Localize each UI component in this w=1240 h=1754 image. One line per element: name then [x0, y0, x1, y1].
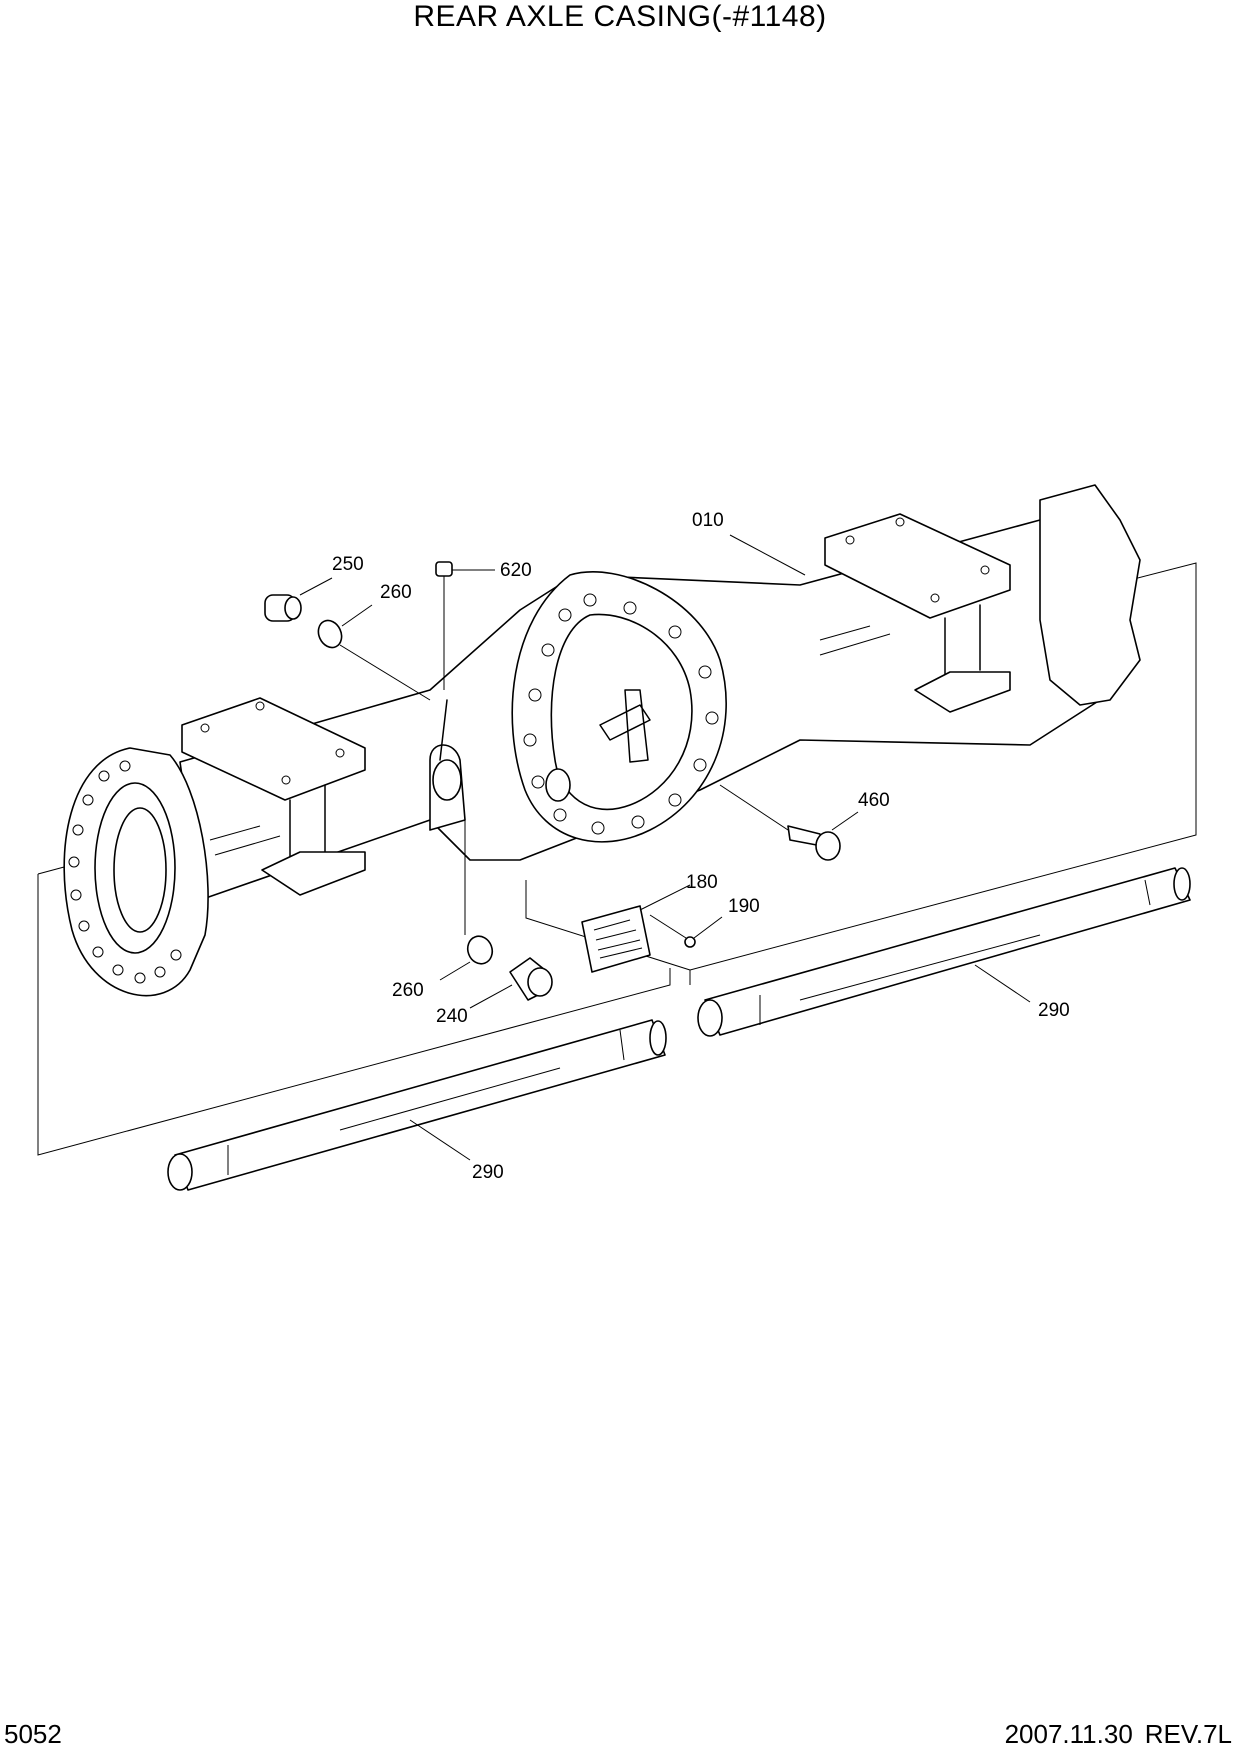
revision-code: REV.7L [1144, 1719, 1232, 1749]
callout-460: 460 [858, 790, 890, 811]
part-460-bolt [719, 784, 859, 861]
callout-620: 620 [500, 560, 532, 581]
part-250-plug [264, 577, 333, 622]
revision-date: 2007.11.30 [1004, 1719, 1133, 1749]
part-240-plug [469, 957, 553, 1009]
callout-260-lower: 260 [392, 980, 424, 1001]
callout-010: 010 [692, 510, 724, 531]
page-title: REAR AXLE CASING(-#1148) [413, 0, 827, 33]
part-260-oring-upper [317, 604, 431, 701]
callout-190: 190 [728, 896, 760, 917]
flange-bolt-holes [68, 760, 182, 984]
part-260-oring-lower [439, 820, 494, 981]
part-290-axle-shaft-left [167, 1019, 667, 1191]
revision-info: 2007.11.30 REV.7L [1005, 1719, 1232, 1750]
callout-290-left: 290 [472, 1162, 504, 1183]
callout-250: 250 [332, 554, 364, 575]
callout-260-upper: 260 [380, 582, 412, 603]
differential-bolt-holes [523, 593, 719, 835]
page-number: 5052 [4, 1719, 62, 1749]
part-620-plug [435, 561, 495, 690]
callout-180: 180 [686, 872, 718, 893]
callout-290-right: 290 [1038, 1000, 1070, 1021]
leader-010 [729, 534, 806, 576]
callout-240: 240 [436, 1006, 468, 1027]
part-190-screw [649, 914, 723, 948]
axle-casing [63, 484, 1141, 997]
part-180-nameplate [581, 884, 691, 973]
part-290-axle-shaft-right [697, 867, 1191, 1037]
